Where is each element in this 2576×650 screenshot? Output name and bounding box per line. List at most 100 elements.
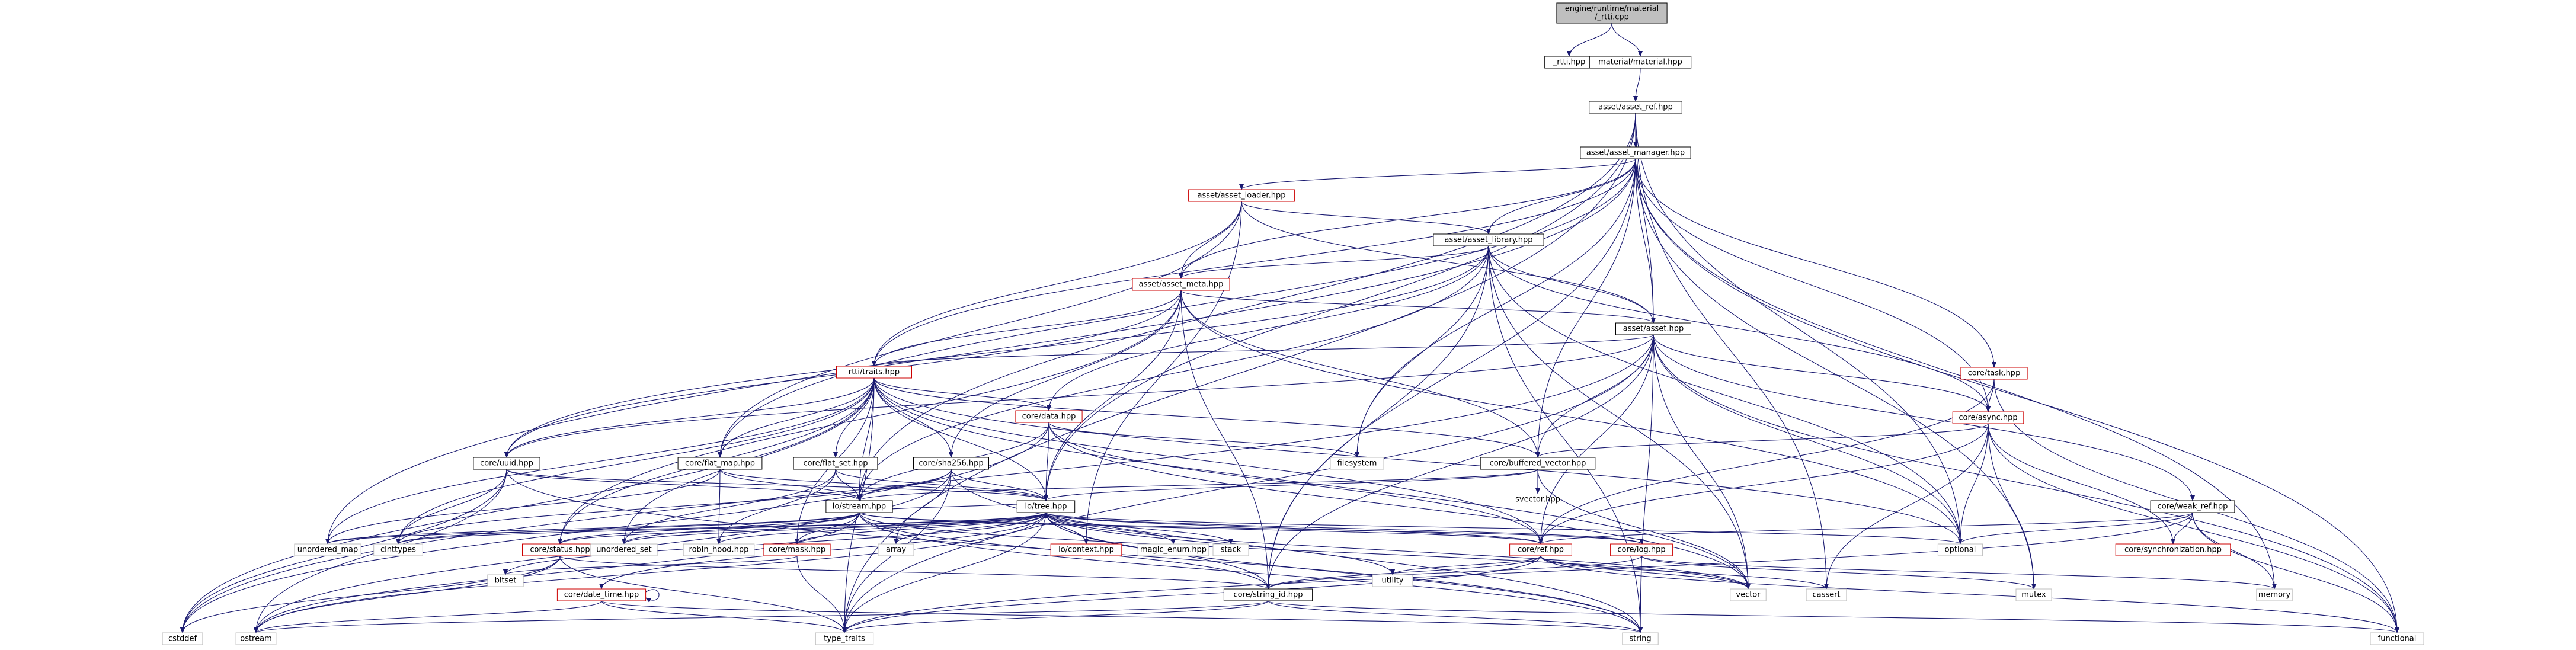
include-edge	[396, 512, 1047, 545]
node-label: ostream	[240, 635, 272, 643]
node-core-status[interactable]: core/status.hpp	[522, 543, 598, 556]
node-core-ref[interactable]: core/ref.hpp	[1509, 543, 1572, 556]
node-box	[825, 500, 893, 513]
node-io-context[interactable]: io/context.hpp	[1050, 543, 1122, 556]
include-edge	[254, 512, 1047, 633]
node-core-flat-map[interactable]: core/flat_map.hpp	[677, 457, 763, 470]
include-edge	[254, 600, 1269, 633]
include-edge	[504, 334, 1654, 458]
node-root[interactable]: engine/runtime/material/_rtti.cpp	[1556, 2, 1668, 24]
node-optional[interactable]: optional	[1937, 543, 1983, 556]
node-label: core/async.hpp	[1959, 414, 2017, 422]
node-label: core/mask.hpp	[769, 546, 825, 555]
node-array[interactable]: array	[878, 543, 914, 556]
node-string[interactable]: string	[1622, 632, 1659, 645]
node-mutex[interactable]: mutex	[2015, 588, 2052, 601]
node-core-weak-ref[interactable]: core/weak_ref.hpp	[2150, 500, 2235, 513]
node-box	[1806, 588, 1847, 601]
node-asset-manager[interactable]: asset/asset_manager.hpp	[1580, 146, 1691, 159]
node-io-stream[interactable]: io/stream.hpp	[825, 500, 893, 513]
node-core-task[interactable]: core/task.hpp	[1960, 367, 2028, 380]
node-svector[interactable]: svector.hpp	[1515, 495, 1560, 504]
node-unordered-map[interactable]: unordered_map	[294, 543, 361, 556]
node-ostream[interactable]: ostream	[235, 632, 277, 645]
include-edge	[872, 201, 1242, 367]
include-edge	[1180, 290, 1271, 590]
node-label: svector.hpp	[1515, 495, 1560, 504]
include-edge	[873, 377, 1751, 590]
node-core-date-time[interactable]: core/date_time.hpp	[556, 588, 647, 601]
node-box	[1372, 574, 1413, 587]
include-edge	[1988, 423, 2399, 633]
node-box	[1730, 588, 1767, 601]
node-core-async[interactable]: core/async.hpp	[1952, 411, 2024, 424]
node-box	[2015, 588, 2052, 601]
include-edge	[1180, 290, 1656, 324]
include-edge	[1044, 469, 1538, 501]
node-cstddef[interactable]: cstddef	[162, 632, 203, 645]
node-functional[interactable]: functional	[2370, 632, 2424, 645]
include-edge	[504, 245, 1489, 458]
node-utility[interactable]: utility	[1372, 574, 1413, 587]
node-label: magic_enum.hpp	[1140, 546, 1207, 555]
node-robin-hood[interactable]: robin_hood.hpp	[683, 543, 755, 556]
node-label: /_rtti.cpp	[1595, 13, 1629, 22]
node-core-log[interactable]: core/log.hpp	[1610, 543, 1673, 556]
node-type-traits[interactable]: type_traits	[815, 632, 874, 645]
include-edge	[894, 512, 1047, 545]
include-edge	[949, 290, 1182, 458]
node-unordered-set[interactable]: unordered_set	[590, 543, 658, 556]
include-edge	[1958, 512, 2193, 545]
node-core-buffered-vector[interactable]: core/buffered_vector.hpp	[1480, 457, 1596, 470]
node-box	[1480, 457, 1596, 470]
include-edge	[873, 377, 1543, 545]
node-asset-ref[interactable]: asset/asset_ref.hpp	[1589, 101, 1682, 114]
include-edge	[859, 512, 1643, 633]
include-edge	[859, 512, 1543, 545]
node-box	[793, 457, 878, 470]
node-core-synchronization[interactable]: core/synchronization.hpp	[2115, 543, 2231, 556]
include-edge	[719, 469, 862, 501]
node-core-data[interactable]: core/data.hpp	[1015, 410, 1083, 423]
node-asset-library[interactable]: asset/asset_library.hpp	[1433, 233, 1544, 246]
include-edge	[859, 512, 1644, 545]
include-edge	[873, 377, 1540, 458]
node-stack[interactable]: stack	[1212, 543, 1249, 556]
node-filesystem[interactable]: filesystem	[1330, 457, 1384, 470]
node-rtti-traits[interactable]: rtti/traits.hpp	[836, 366, 912, 379]
node-memory[interactable]: memory	[2256, 588, 2293, 601]
node-box	[815, 632, 874, 645]
include-edge	[254, 555, 561, 633]
include-edge	[325, 469, 721, 545]
node-asset-meta[interactable]: asset/asset_meta.hpp	[1132, 278, 1230, 291]
node-bitset[interactable]: bitset	[487, 574, 524, 587]
node-box	[1589, 56, 1692, 69]
node-rtti[interactable]: _rtti.hpp	[1544, 56, 1594, 69]
include-edge	[1488, 245, 1643, 633]
node-core-string-id[interactable]: core/string_id.hpp	[1223, 588, 1313, 601]
node-material[interactable]: material/material.hpp	[1589, 56, 1692, 69]
include-edge	[716, 512, 1047, 545]
node-label: asset/asset_manager.hpp	[1586, 149, 1685, 158]
node-cinttypes[interactable]: cinttypes	[373, 543, 423, 556]
node-asset-loader[interactable]: asset/asset_loader.hpp	[1188, 189, 1295, 202]
node-core-uuid[interactable]: core/uuid.hpp	[473, 457, 540, 470]
node-label: rtti/traits.hpp	[849, 368, 900, 377]
node-core-flat-set[interactable]: core/flat_set.hpp	[793, 457, 878, 470]
include-edge	[1241, 201, 1491, 235]
node-core-sha256[interactable]: core/sha256.hpp	[913, 457, 989, 470]
include-edge	[622, 512, 860, 545]
node-cassert[interactable]: cassert	[1806, 588, 1847, 601]
node-label: cstddef	[168, 635, 197, 643]
include-edge	[1653, 334, 1991, 412]
node-box	[1937, 543, 1983, 556]
node-label: cassert	[1812, 591, 1840, 600]
node-vector[interactable]: vector	[1730, 588, 1767, 601]
node-box	[1137, 543, 1209, 556]
node-core-mask[interactable]: core/mask.hpp	[763, 543, 831, 556]
include-edge	[857, 245, 1489, 501]
node-asset[interactable]: asset/asset.hpp	[1615, 322, 1691, 335]
node-io-tree[interactable]: io/tree.hpp	[1016, 500, 1076, 513]
node-magic-enum[interactable]: magic_enum.hpp	[1137, 543, 1209, 556]
node-box	[1580, 146, 1691, 159]
